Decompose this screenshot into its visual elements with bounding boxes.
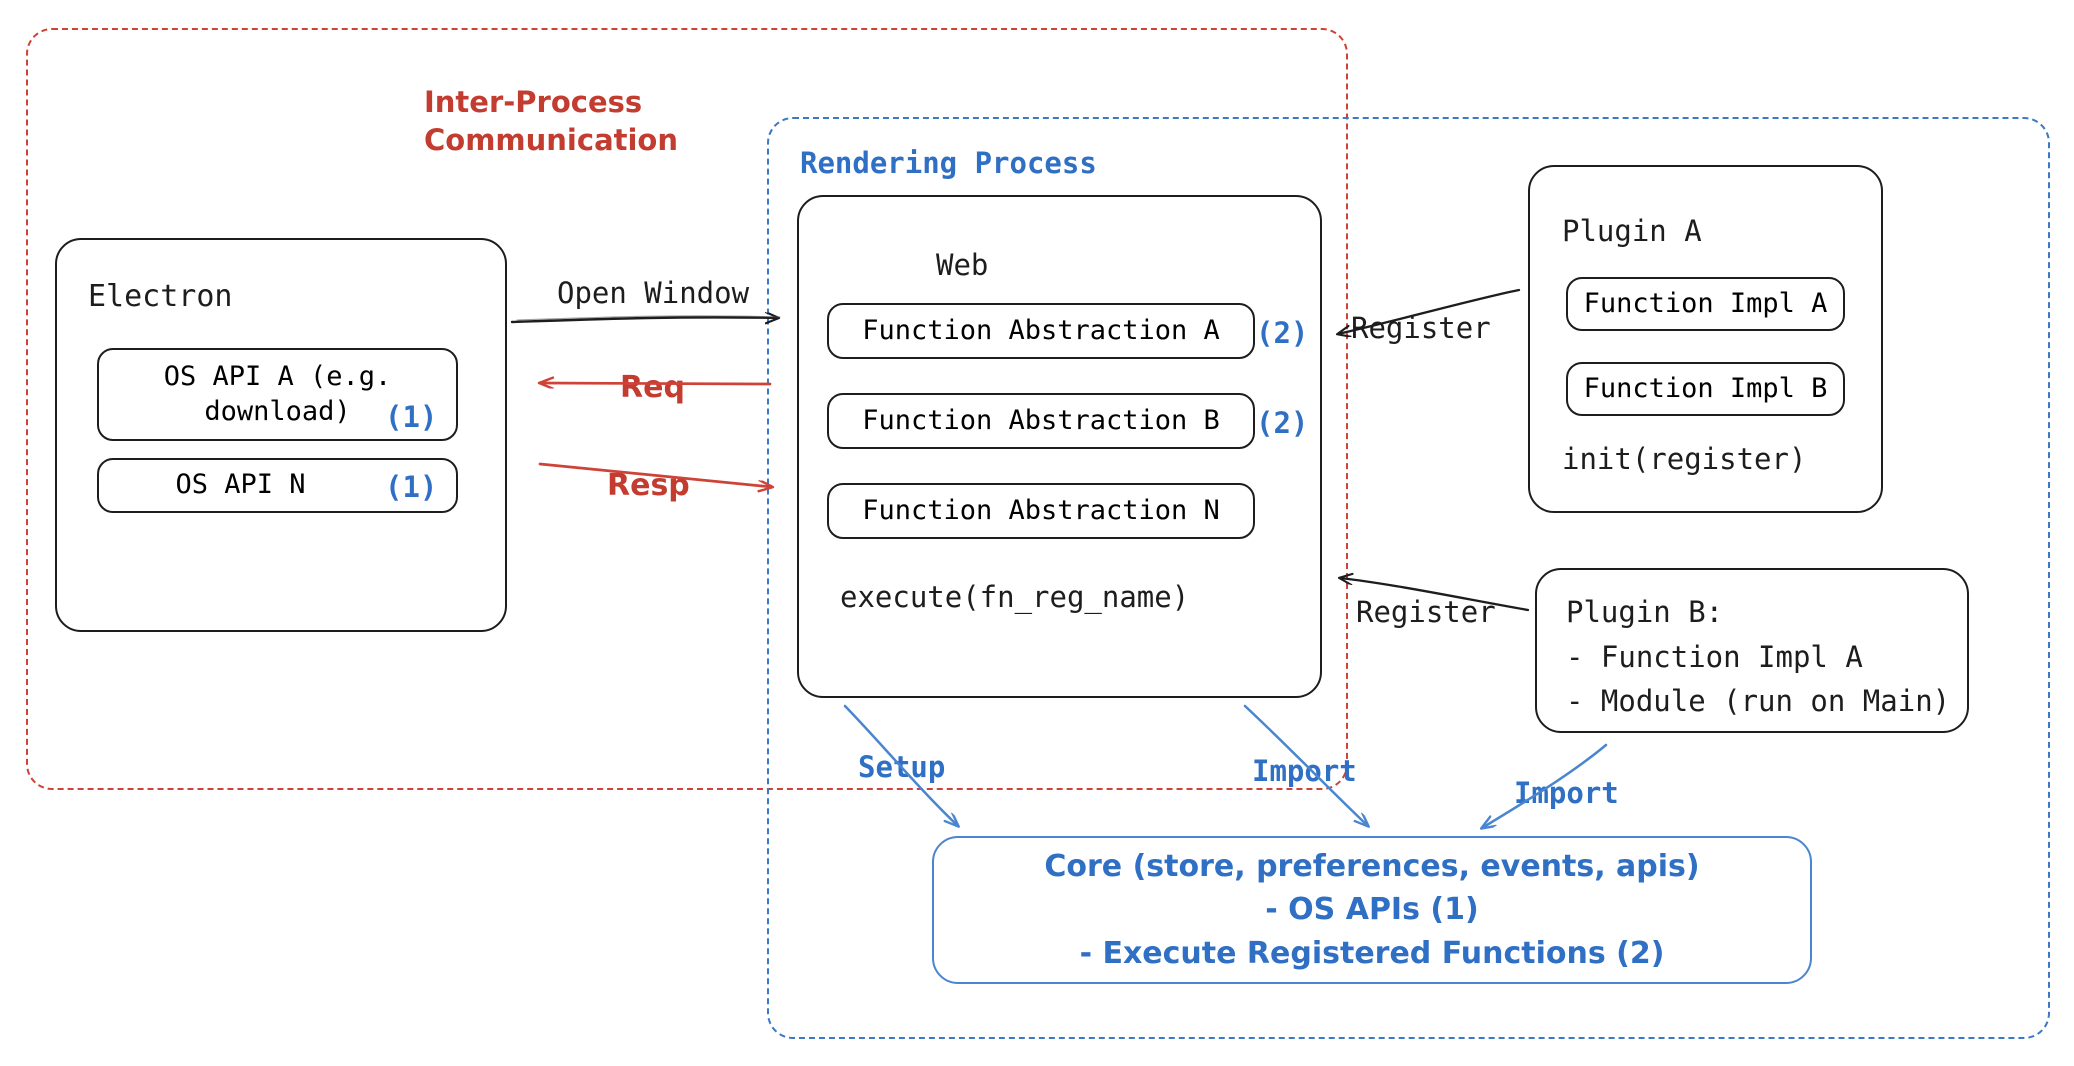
plugin-a-box[interactable] [1528, 165, 1883, 513]
region-label-rendering-process: Rendering Process [800, 146, 1097, 180]
os-api-a-marker: (1) [385, 400, 438, 434]
os-api-a-box[interactable]: OS API A (e.g. download) [97, 348, 458, 441]
electron-title: Electron [88, 279, 233, 314]
edge-label-setup: Setup [858, 750, 946, 784]
function-abstraction-b-marker: (2) [1256, 406, 1309, 440]
edge-label-register-plugin-b: Register [1356, 595, 1496, 629]
plugin-b-line-3: - Module (run on Main) [1566, 684, 1951, 718]
edge-label-register-plugin-a: Register [1351, 311, 1491, 345]
function-abstraction-n-label: Function Abstraction N [862, 494, 1220, 526]
region-inter-process-communication [26, 28, 1348, 790]
core-box[interactable]: Core (store, preferences, events, apis) … [932, 836, 1812, 984]
region-rendering-process [767, 117, 2050, 1039]
plugin-b-line-1: Plugin B: [1566, 595, 1724, 629]
os-api-a-label: OS API A (e.g. download) [163, 360, 392, 427]
plugin-a-impl-b-label: Function Impl B [1583, 372, 1828, 404]
function-abstraction-a-marker: (2) [1256, 316, 1309, 350]
function-abstraction-n-box[interactable]: Function Abstraction N [827, 483, 1255, 539]
plugin-a-impl-a-label: Function Impl A [1583, 287, 1828, 319]
edge-label-resp: Resp [607, 468, 690, 503]
region-label-ipc: Inter-Process Communication [424, 85, 679, 157]
function-abstraction-a-box[interactable]: Function Abstraction A [827, 303, 1255, 359]
plugin-a-init-footer: init(register) [1562, 442, 1807, 476]
web-title: Web [936, 248, 989, 282]
web-execute-footer: execute(fn_reg_name) [840, 580, 1190, 614]
plugin-a-impl-a-box[interactable]: Function Impl A [1566, 277, 1845, 331]
plugin-b-box[interactable] [1535, 568, 1969, 733]
core-line-1: Core (store, preferences, events, apis) [1044, 849, 1700, 885]
edge-label-import-web: Import [1252, 754, 1357, 788]
edge-label-open-window: Open Window [557, 276, 750, 310]
plugin-a-title: Plugin A [1562, 214, 1702, 248]
plugin-b-line-2: - Function Impl A [1566, 640, 1863, 674]
plugin-a-impl-b-box[interactable]: Function Impl B [1566, 362, 1845, 416]
os-api-n-marker: (1) [385, 470, 438, 504]
core-line-2: - OS APIs (1) [1265, 892, 1479, 928]
edge-label-req: Req [620, 370, 685, 405]
function-abstraction-a-label: Function Abstraction A [862, 314, 1220, 346]
function-abstraction-b-box[interactable]: Function Abstraction B [827, 393, 1255, 449]
os-api-n-label: OS API N [175, 469, 306, 501]
function-abstraction-b-label: Function Abstraction B [862, 404, 1220, 436]
os-api-n-box[interactable]: OS API N [97, 458, 458, 513]
edge-label-import-plugin: Import [1514, 776, 1619, 810]
core-line-3: - Execute Registered Functions (2) [1079, 935, 1665, 971]
